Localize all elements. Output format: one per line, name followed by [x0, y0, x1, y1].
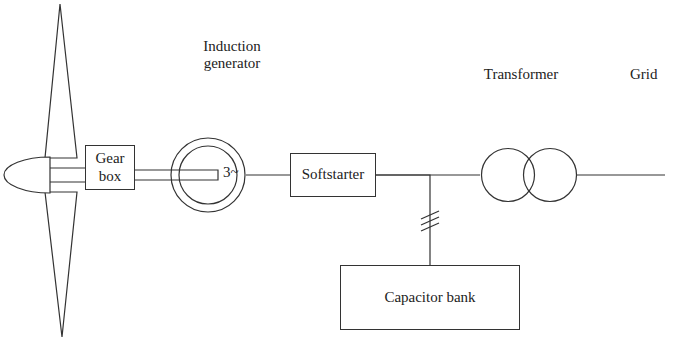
rotor-blade	[45, 4, 77, 158]
transformer-winding	[482, 149, 535, 202]
grid-label: Grid	[630, 66, 658, 83]
generator-symbol: Induction generator 3~	[166, 38, 276, 218]
box-label: Softstarter	[302, 166, 364, 183]
capacitor-bank-box: Capacitor bank	[340, 265, 520, 330]
power-line	[376, 175, 430, 265]
rotor-shaft	[50, 181, 85, 182]
component-label: Transformer	[466, 66, 576, 83]
rotor-hub	[4, 157, 50, 193]
box-label: Gear box	[89, 150, 131, 185]
rotor-blade	[45, 192, 77, 337]
phase-symbol: 3~	[223, 164, 239, 181]
grid-line	[577, 174, 665, 175]
box-label: Capacitor bank	[384, 289, 475, 306]
rotor-shaft	[50, 167, 85, 168]
power-line	[246, 174, 290, 175]
transformer-circles	[480, 147, 578, 203]
gearbox-box: Gear box	[85, 145, 135, 190]
generator-shaft	[135, 170, 218, 180]
generator-stator	[171, 138, 245, 212]
component-label: Induction generator	[188, 38, 276, 73]
transformer-winding	[524, 149, 577, 202]
transformer-symbol: Transformer	[466, 66, 586, 208]
softstarter-box: Softstarter	[290, 153, 376, 197]
